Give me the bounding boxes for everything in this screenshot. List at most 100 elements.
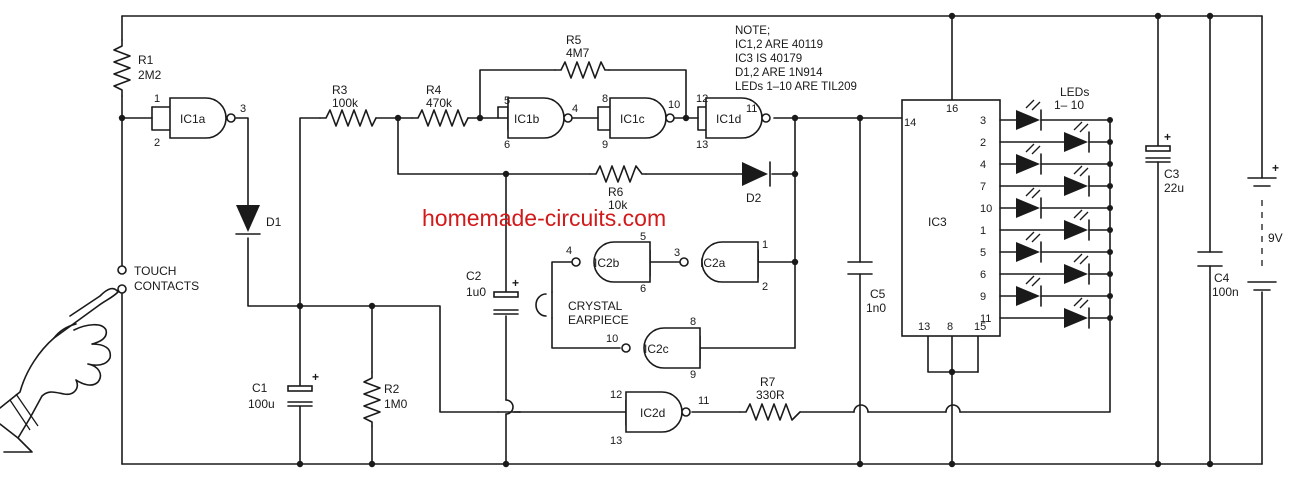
ic3-pin-label: 5 [980, 247, 986, 259]
capacitor-c1: + C1 100u [248, 370, 319, 411]
ic3-chip: IC3 16 14 13 8 15 [901, 99, 1001, 337]
svg-text:4: 4 [566, 245, 572, 257]
touch-line1: TOUCH [134, 264, 176, 278]
gate-ic1b: IC1b 5 6 4 [504, 95, 578, 151]
svg-text:9: 9 [602, 139, 608, 151]
svg-text:1– 10: 1– 10 [1054, 98, 1084, 112]
c3-name: C3 [1164, 167, 1180, 181]
wires [121, 15, 1263, 465]
note-heading: NOTE; [735, 25, 770, 37]
ic3-pin-label: 9 [980, 291, 986, 303]
svg-text:8: 8 [690, 316, 696, 328]
c3-value: 22u [1164, 181, 1184, 195]
svg-text:12: 12 [610, 389, 622, 401]
svg-text:13: 13 [610, 435, 622, 447]
resistor-r6: R6 10k [589, 165, 647, 212]
c2-value: 1u0 [466, 285, 486, 299]
ic1b-label: IC1b [514, 112, 540, 126]
led-6 [1064, 209, 1113, 241]
capacitor-c2: + C2 1u0 [466, 269, 519, 315]
svg-text:9: 9 [690, 369, 696, 381]
svg-text:1: 1 [154, 93, 160, 105]
ic1d-label: IC1d [716, 112, 741, 126]
c1-value: 100u [248, 397, 275, 411]
battery: + 9V [1247, 161, 1283, 291]
resistor-r5: R5 4M7 [554, 33, 610, 79]
gate-ic2b: IC2b 5 6 4 [566, 231, 651, 295]
r2-name: R2 [384, 382, 400, 396]
battery-label: 9V [1268, 231, 1283, 245]
r6-name: R6 [608, 185, 624, 199]
led-5 [1016, 187, 1113, 219]
r4-value: 470k [426, 96, 453, 110]
ic3-pin-label: 10 [980, 203, 992, 215]
ic3-pin-label: 7 [980, 181, 986, 193]
svg-text:LEDs: LEDs [1060, 85, 1089, 99]
r7-value: 330R [756, 388, 785, 402]
led-8 [1064, 253, 1113, 285]
earpiece-line2: EARPIECE [568, 313, 629, 327]
resistor-r4: R4 470k [411, 83, 469, 127]
gate-ic1c: IC1c 8 9 10 [602, 93, 680, 151]
svg-text:4: 4 [572, 103, 578, 115]
r1-value: 2M2 [138, 68, 162, 82]
d2-name: D2 [746, 191, 762, 205]
svg-text:1: 1 [762, 239, 768, 251]
r4-name: R4 [426, 83, 442, 97]
resistor-r3: R3 100k [319, 83, 377, 127]
svg-text:6: 6 [504, 139, 510, 151]
svg-text:8: 8 [602, 93, 608, 105]
gate-ic2d: IC2d 12 13 11 [610, 389, 709, 447]
ic2b-label: IC2b [594, 256, 620, 270]
c4-name: C4 [1214, 271, 1230, 285]
c5-value: 1n0 [866, 301, 886, 315]
diode-d2: D2 [742, 161, 771, 205]
c2-name: C2 [466, 269, 482, 283]
ic1a-label: IC1a [180, 112, 206, 126]
led-3 [1016, 143, 1113, 175]
svg-text:15: 15 [974, 321, 986, 333]
svg-text:+: + [312, 370, 319, 384]
svg-text:6: 6 [640, 283, 646, 295]
note-line-1: IC1,2 ARE 40119 [735, 39, 823, 51]
note-block: NOTE; IC1,2 ARE 40119 IC3 IS 40179 D1,2 … [735, 25, 857, 93]
c5-name: C5 [870, 287, 886, 301]
r1-name: R1 [138, 53, 154, 67]
earpiece-line1: CRYSTAL [568, 299, 623, 313]
note-line-4: LEDs 1–10 ARE TIL209 [735, 81, 857, 93]
junctions [118, 12, 1214, 468]
gate-ic1a: IC1a 1 2 3 [154, 93, 246, 149]
led-array [999, 99, 1113, 329]
hand-icon [0, 287, 119, 453]
ic3-pin-label: 4 [980, 159, 986, 171]
svg-text:16: 16 [946, 103, 958, 115]
note-line-2: IC3 IS 40179 [735, 53, 802, 65]
led-9 [1016, 275, 1113, 307]
ic3-pin-label: 6 [980, 269, 986, 281]
resistor-r2: R2 1M0 [363, 371, 408, 427]
r7-name: R7 [760, 375, 776, 389]
capacitor-c3: + C3 22u [1145, 130, 1184, 195]
led-10 [1064, 297, 1113, 329]
ic3-pin-label: 3 [980, 115, 986, 127]
led-2 [1064, 121, 1113, 153]
led-4 [1064, 165, 1113, 197]
svg-text:5: 5 [640, 231, 646, 243]
c4-value: 100n [1212, 285, 1239, 299]
ic3-pin-label: 1 [980, 225, 986, 237]
leds-caption: LEDs 1– 10 [1054, 85, 1089, 112]
r3-name: R3 [332, 83, 348, 97]
svg-text:13: 13 [918, 321, 930, 333]
d1-name: D1 [266, 215, 282, 229]
ic3-label: IC3 [928, 215, 947, 229]
svg-text:11: 11 [698, 395, 709, 407]
svg-text:3: 3 [674, 247, 680, 259]
ic3-pin-label: 11 [980, 313, 991, 325]
r5-name: R5 [566, 33, 582, 47]
svg-text:11: 11 [746, 103, 757, 115]
capacitor-c4: C4 100n [1197, 251, 1239, 299]
svg-text:14: 14 [904, 117, 916, 129]
svg-text:+: + [512, 276, 519, 290]
note-line-3: D1,2 ARE 1N914 [735, 67, 823, 79]
